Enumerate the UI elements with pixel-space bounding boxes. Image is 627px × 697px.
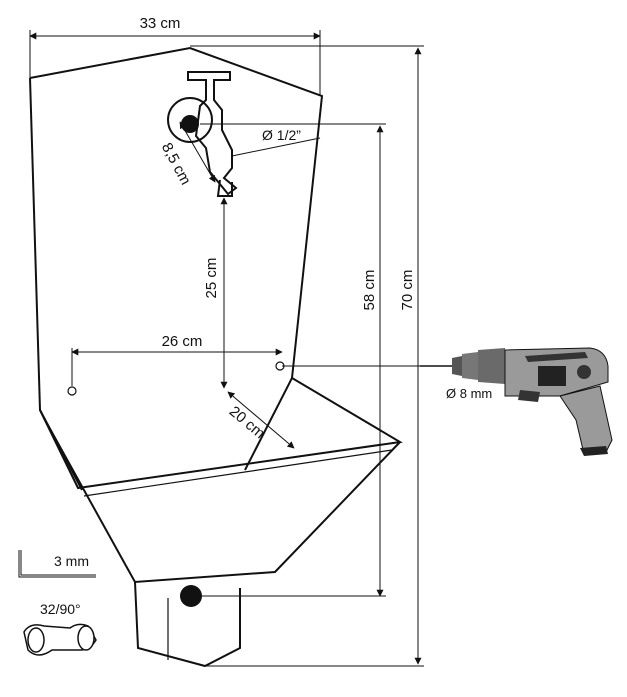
- label-tap-thread: Ø 1/2”: [262, 127, 301, 143]
- backplate-outline: [29, 46, 324, 491]
- label-height-total: 70 cm: [399, 270, 416, 311]
- label-basin-depth: 20 cm: [226, 403, 268, 442]
- label-tap-to-holes: 25 cm: [203, 258, 220, 299]
- label-tap-offset: 8,5 cm: [158, 140, 194, 188]
- basin-body: [43, 417, 401, 584]
- labels: 33 cm 70 cm 58 cm 25 cm 26 cm 20 cm 8,5 …: [40, 15, 492, 617]
- label-height-outlet: 58 cm: [361, 270, 378, 311]
- allen-key-icon: [18, 550, 96, 578]
- label-width-top: 33 cm: [140, 15, 181, 32]
- drill-icon: [420, 347, 613, 456]
- label-elbow: 32/90°: [40, 601, 81, 617]
- mounting-hole-left: [67, 386, 77, 396]
- sink-body: [29, 46, 403, 668]
- elbow-pipe-icon: [23, 623, 97, 656]
- drain-outlet: [180, 585, 202, 607]
- label-hole-spacing: 26 cm: [162, 333, 203, 350]
- label-allen-key: 3 mm: [54, 553, 89, 569]
- dimension-lines: [29, 30, 452, 667]
- label-drill-bit: Ø 8 mm: [446, 386, 492, 401]
- basin-rim: [39, 377, 403, 490]
